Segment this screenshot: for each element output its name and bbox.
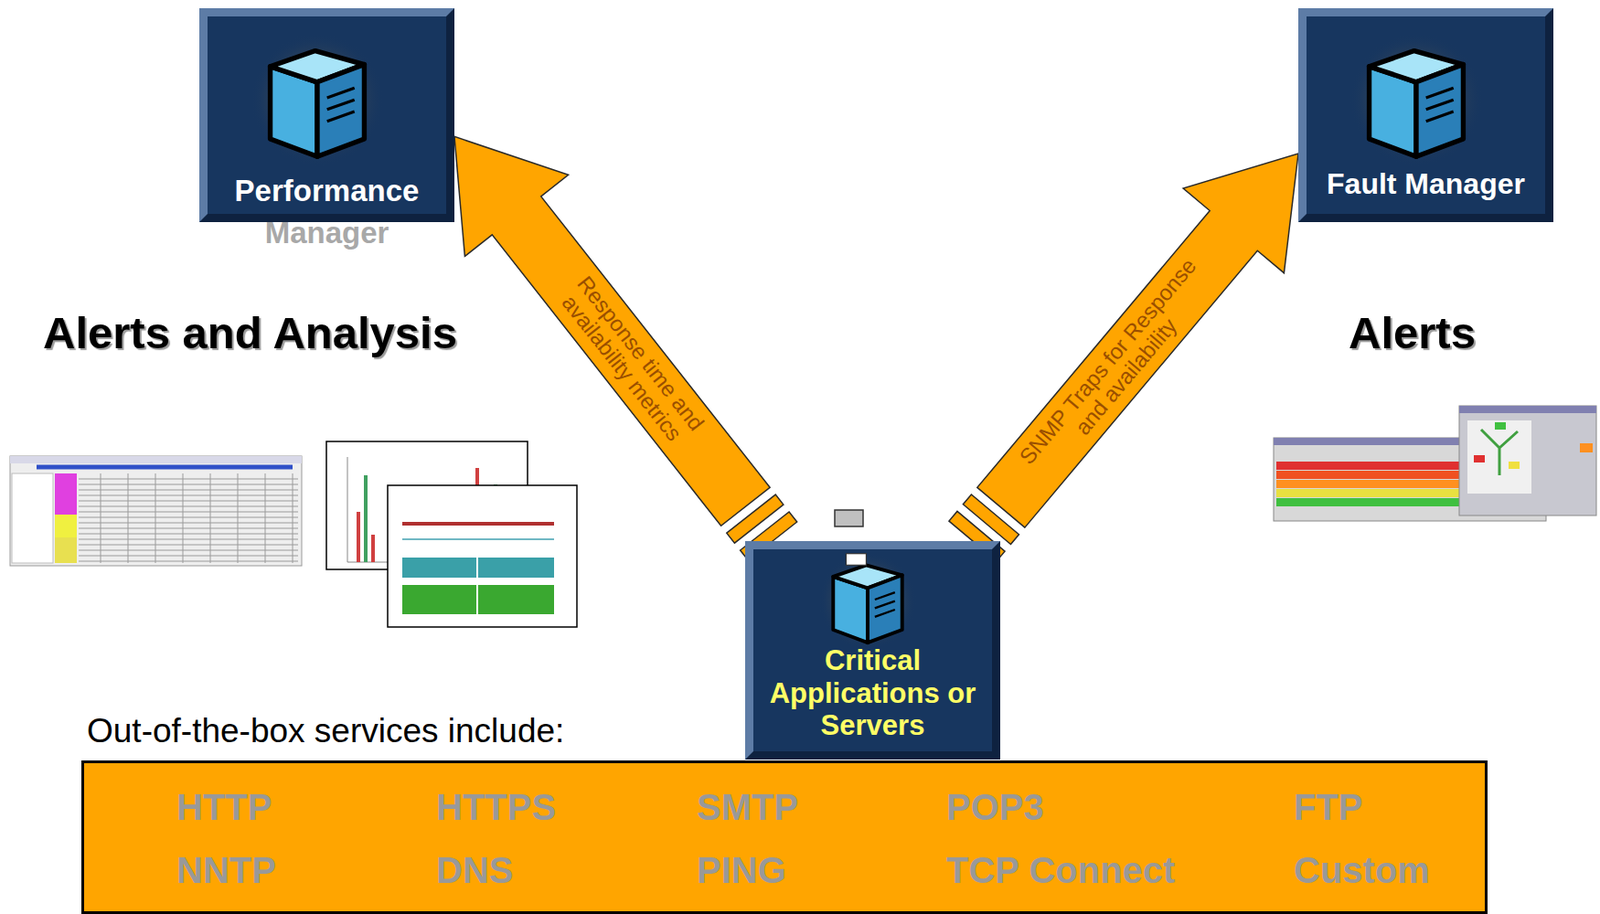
cube-face bbox=[1416, 64, 1463, 158]
table-col-line bbox=[265, 473, 267, 564]
note-text: Out-of-the-box services include: bbox=[86, 712, 565, 751]
cube-line bbox=[327, 87, 355, 98]
server-icon bbox=[248, 29, 386, 167]
server-box: Critical Applications or Servers bbox=[745, 541, 1001, 760]
server-box: PerformanceManager bbox=[199, 8, 455, 223]
block-arrow bbox=[949, 153, 1299, 562]
cube-line bbox=[874, 609, 896, 618]
service-name: FTP bbox=[1293, 787, 1364, 829]
section-heading: Alerts bbox=[1348, 307, 1476, 359]
server-icon bbox=[1347, 29, 1485, 167]
node-title: Performance bbox=[207, 173, 447, 209]
icon-glow bbox=[1349, 32, 1483, 167]
table-col-line bbox=[237, 473, 239, 564]
icon-glow bbox=[819, 552, 918, 651]
node-title: Critical Applications or Servers bbox=[757, 644, 989, 743]
service-name: HTTPS bbox=[436, 787, 556, 829]
service-name: SMTP bbox=[696, 787, 799, 829]
cube-line bbox=[1426, 111, 1454, 122]
cube-line bbox=[1426, 99, 1454, 110]
cube-line bbox=[1426, 87, 1454, 98]
arrow-label: Response time and availability metrics bbox=[527, 238, 736, 484]
node-title: Fault Manager bbox=[1306, 167, 1546, 202]
chart-report bbox=[387, 485, 577, 628]
table-col-line bbox=[155, 473, 157, 564]
arrow-label: SNMP Traps for Response and availability bbox=[1010, 248, 1224, 491]
alert-screenshot bbox=[1273, 405, 1597, 522]
service-name: DNS bbox=[436, 850, 513, 892]
service-name: NNTP bbox=[176, 850, 277, 892]
service-name: HTTP bbox=[176, 787, 272, 829]
service-name: POP3 bbox=[946, 787, 1045, 829]
server-box: Fault Manager bbox=[1298, 8, 1554, 223]
table-screenshot bbox=[10, 456, 302, 566]
table-col-line bbox=[292, 473, 294, 564]
service-name: Custom bbox=[1293, 850, 1430, 892]
service-band: HTTP HTTPS SMTP POP3 FTP NNTP DNS PING TCP Conne… bbox=[81, 760, 1488, 914]
arrow-segment bbox=[454, 136, 770, 526]
service-name: TCP Connect bbox=[946, 850, 1175, 892]
icon-glow bbox=[250, 32, 384, 167]
cube-face bbox=[317, 64, 364, 158]
arrow-segment bbox=[977, 153, 1299, 528]
service-name: PING bbox=[696, 850, 787, 892]
cube-line bbox=[327, 111, 355, 122]
status-indicator bbox=[845, 554, 866, 566]
cube-line bbox=[327, 99, 355, 110]
section-heading: Alerts and Analysis bbox=[42, 307, 458, 359]
block-arrow bbox=[454, 136, 798, 561]
table-col-line bbox=[128, 473, 129, 564]
cube-face bbox=[867, 575, 903, 643]
table-col-line bbox=[182, 473, 184, 564]
cube-line bbox=[874, 592, 896, 600]
cube-line bbox=[874, 601, 896, 609]
server-icon bbox=[817, 549, 918, 651]
table-col-line bbox=[210, 473, 212, 564]
node-title: Manager bbox=[207, 215, 447, 251]
table-col-line bbox=[100, 473, 102, 564]
status-indicator bbox=[834, 510, 864, 527]
